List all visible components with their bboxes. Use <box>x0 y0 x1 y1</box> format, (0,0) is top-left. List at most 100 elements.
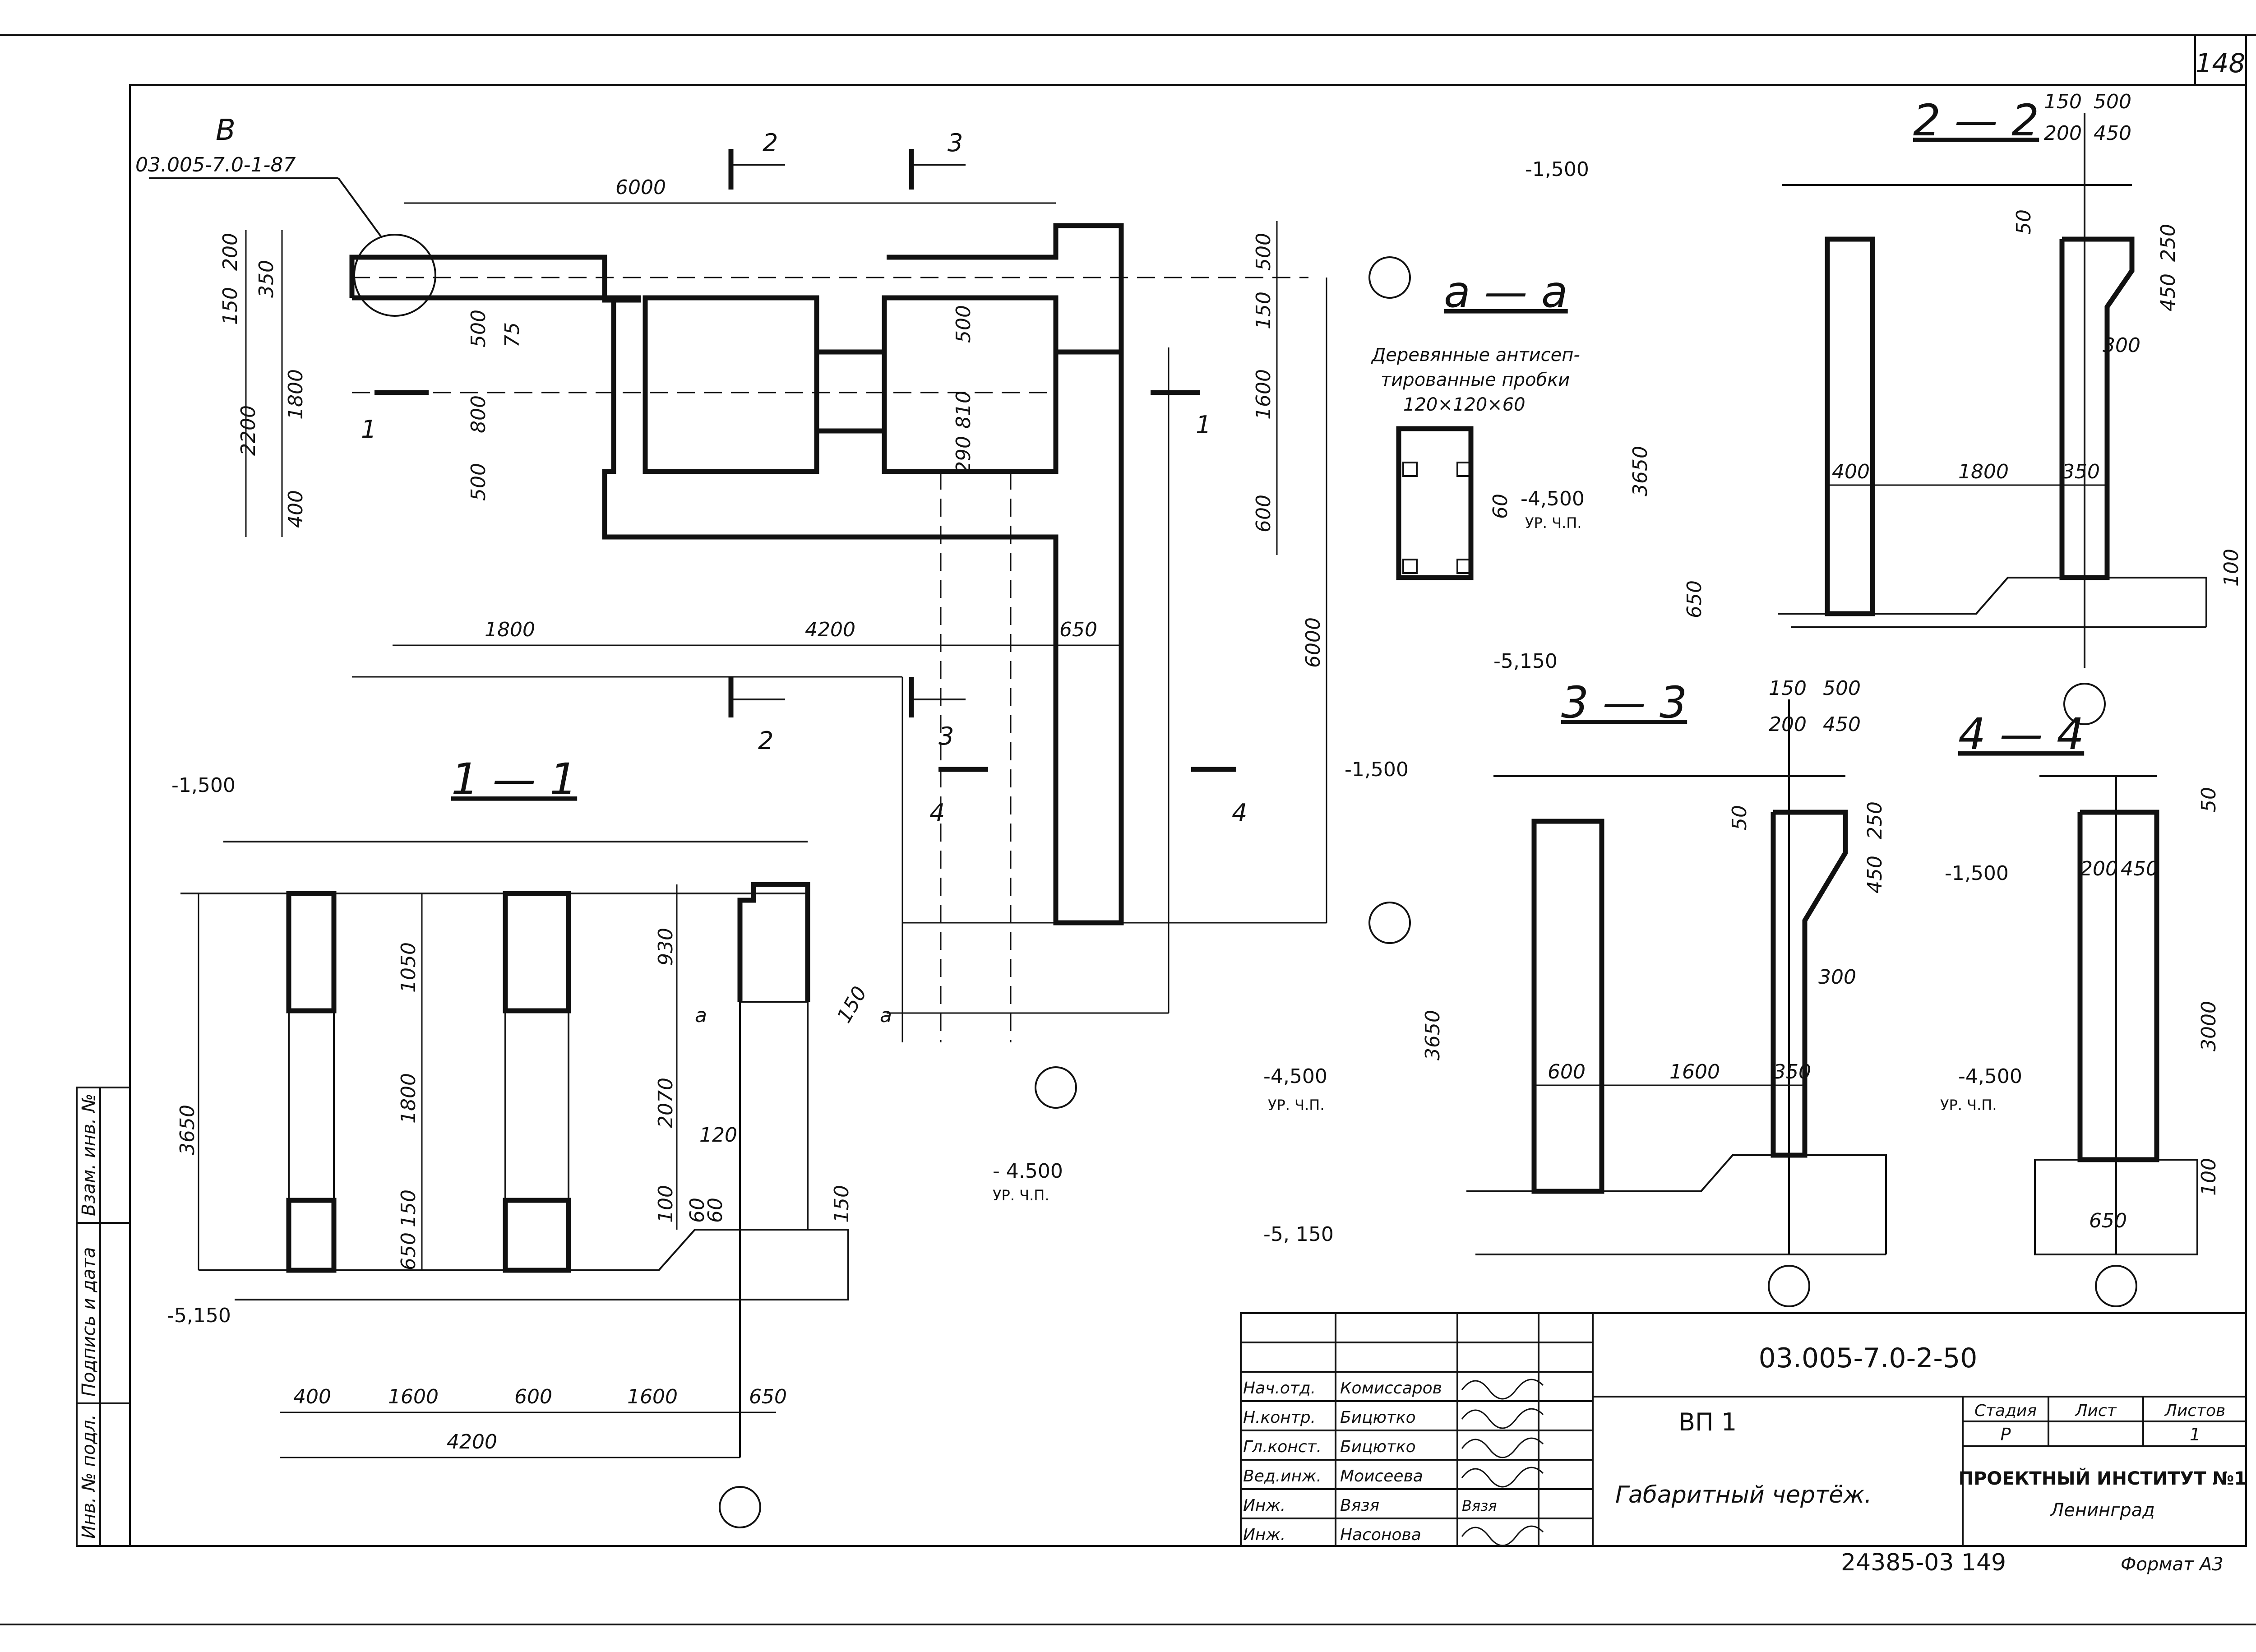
section-4-4-elev-mid-sub: УР. Ч.П. <box>1940 1097 1997 1114</box>
section-1-1-elev-mid: - 4.500 <box>993 1160 1063 1183</box>
side-strip-inv-no: Инв. № подл. <box>79 1414 99 1539</box>
dim-plan-350: 350 <box>255 260 278 298</box>
signature-4 <box>1461 1467 1544 1488</box>
s11-b650: 650 <box>749 1385 787 1408</box>
section-1-1-elev-top: -1,500 <box>171 774 236 797</box>
side-strip-sign-date: Подпись и дата <box>79 1247 99 1397</box>
section-3-3-elev-top: -1,500 <box>1345 758 1409 781</box>
plan-outline <box>349 223 1124 925</box>
section-1-1-title: 1 — 1 <box>451 754 577 805</box>
dim-plan-b1800: 1800 <box>485 618 535 641</box>
page-number-box <box>2194 34 2247 86</box>
tb-role-3: Вед.инж. <box>1243 1467 1322 1485</box>
section-3-3: 3 — 3 -1,500 -4,500 УР. Ч.П. -5, 150 150… <box>1263 677 1887 1307</box>
s11-d150: 150 <box>397 1189 420 1227</box>
dim-plan-6000: 6000 <box>615 176 666 199</box>
s22-d100: 100 <box>2220 549 2243 587</box>
section-2-2-elev-bot: -5,150 <box>1493 650 1558 673</box>
dim-plan-500c: 500 <box>952 305 975 343</box>
s11-d150b: 150 <box>832 982 871 1027</box>
tb-doc-title: Габаритный чертёж. <box>1615 1481 1872 1509</box>
detail-aa-title: a — a <box>1444 267 1568 317</box>
tb-role-1: Н.контр. <box>1243 1408 1316 1427</box>
section-mark-3-bottom: 3 <box>938 722 954 750</box>
section-4-4-title: 4 — 4 <box>1958 709 2084 759</box>
s11-d100: 100 <box>654 1185 677 1223</box>
tb-name-5: Насонова <box>1340 1526 1421 1544</box>
s11-b4200: 4200 <box>447 1430 497 1453</box>
detail-aa: a — a Деревянные антисеп- тированные про… <box>1371 267 1580 580</box>
axis-bubble-3 <box>1035 1066 1077 1109</box>
s33-d50: 50 <box>1728 805 1751 830</box>
dim-plan-r150: 150 <box>1252 292 1275 329</box>
s11-d60a: 60 <box>686 1198 709 1223</box>
title-block: 03.005-7.0-2-50 ВП 1 Габаритный чертёж. … <box>1240 1312 2247 1547</box>
tb-role-0: Нач.отд. <box>1243 1379 1316 1397</box>
s44-d3000: 3000 <box>2197 1001 2220 1051</box>
dim-plan-500a: 500 <box>467 310 490 347</box>
section-3-3-elev-mid: -4,500 <box>1263 1065 1327 1088</box>
s33-d150: 150 <box>1769 677 1807 700</box>
s22-d450: 450 <box>2094 122 2131 145</box>
tb-name-2: Бицютко <box>1340 1438 1416 1456</box>
dim-plan-r1600: 1600 <box>1252 369 1275 420</box>
section-mark-4-right: 4 <box>1232 799 1247 827</box>
section-2-2-column-right <box>2059 236 2135 580</box>
signature-6 <box>1461 1525 1544 1546</box>
plan-opening-2 <box>882 295 1059 474</box>
s11-d1050: 1050 <box>397 942 420 993</box>
s11-b1600b: 1600 <box>627 1385 678 1408</box>
axis-bubble-1 <box>1368 256 1411 299</box>
signature-1 <box>1461 1379 1544 1400</box>
s22-d500: 500 <box>2094 90 2131 113</box>
dim-plan-b650: 650 <box>1059 618 1097 641</box>
section-mark-1-left: 1 <box>361 415 376 444</box>
s44-d100: 100 <box>2197 1158 2220 1196</box>
dim-plan-810: 810 <box>952 391 975 429</box>
section-3-3-title: 3 — 3 <box>1561 677 1687 728</box>
tb-org-2: Ленинград <box>2049 1500 2155 1521</box>
tb-designation: 03.005-7.0-2-50 <box>1759 1342 1978 1374</box>
tb-name-3: Моисеева <box>1340 1467 1423 1485</box>
section-mark-2-bottom: 2 <box>758 727 773 755</box>
section-1-1-elev-bot: -5,150 <box>167 1304 231 1327</box>
dim-plan-800: 800 <box>467 395 490 433</box>
s33-d600: 600 <box>1548 1060 1586 1083</box>
section-mark-1-right: 1 <box>1196 411 1211 439</box>
dim-plan-r600: 600 <box>1252 495 1275 532</box>
s33-d500: 500 <box>1823 677 1861 700</box>
tb-sheets: 1 <box>2190 1425 2201 1444</box>
section-4-4-elev-top: -1,500 <box>1945 862 2009 885</box>
dim-plan-75: 75 <box>501 322 524 347</box>
detail-aa-note-3: 120×120×60 <box>1403 394 1526 415</box>
section-2-2-title: 2 — 2 <box>1913 95 2039 146</box>
callout-letter: B <box>216 114 236 147</box>
dim-plan-2200: 2200 <box>237 405 260 456</box>
tb-name-0: Комиссаров <box>1340 1379 1442 1397</box>
s44-d50: 50 <box>2197 787 2220 812</box>
s11-b1600a: 1600 <box>388 1385 439 1408</box>
dim-plan-b4200: 4200 <box>805 618 855 641</box>
detail-aa-note-1: Деревянные антисеп- <box>1371 345 1580 366</box>
s44-d450: 450 <box>2121 857 2159 880</box>
callout-reference: 03.005-7.0-1-87 <box>135 153 296 176</box>
detail-aa-note-2: тированные пробки <box>1381 370 1570 390</box>
section-3-3-elev-mid-sub: УР. Ч.П. <box>1268 1097 1324 1114</box>
drawing-frame <box>129 84 2247 1547</box>
s22-d250: 250 <box>2157 224 2180 262</box>
s11-d3650: 3650 <box>176 1105 199 1155</box>
s33-d1600: 1600 <box>1669 1060 1720 1083</box>
tb-name-4: Вязя <box>1340 1496 1379 1515</box>
s22-d400: 400 <box>1832 460 1870 483</box>
dim-plan-v6000: 6000 <box>1302 617 1325 668</box>
s22-d50: 50 <box>2012 209 2035 235</box>
tb-role-5: Инж. <box>1243 1526 1285 1544</box>
side-strip: Инв. № подл. Подпись и дата Взам. инв. № <box>76 1087 131 1547</box>
section-2-2-elev-mid-sub: УР. Ч.П. <box>1525 514 1581 532</box>
s11-b400: 400 <box>293 1385 331 1408</box>
s11-d930: 930 <box>654 928 677 966</box>
side-strip-replace-inv: Взам. инв. № <box>79 1093 99 1216</box>
section-4-4-elev-mid: -4,500 <box>1958 1065 2022 1088</box>
plan-view: B 03.005-7.0-1-87 6000 200 350 150 1800 … <box>135 114 1411 1109</box>
section-4-4: 4 — 4 -1,500 -4,500 УР. Ч.П. 50 200 450 … <box>1940 709 2220 1307</box>
